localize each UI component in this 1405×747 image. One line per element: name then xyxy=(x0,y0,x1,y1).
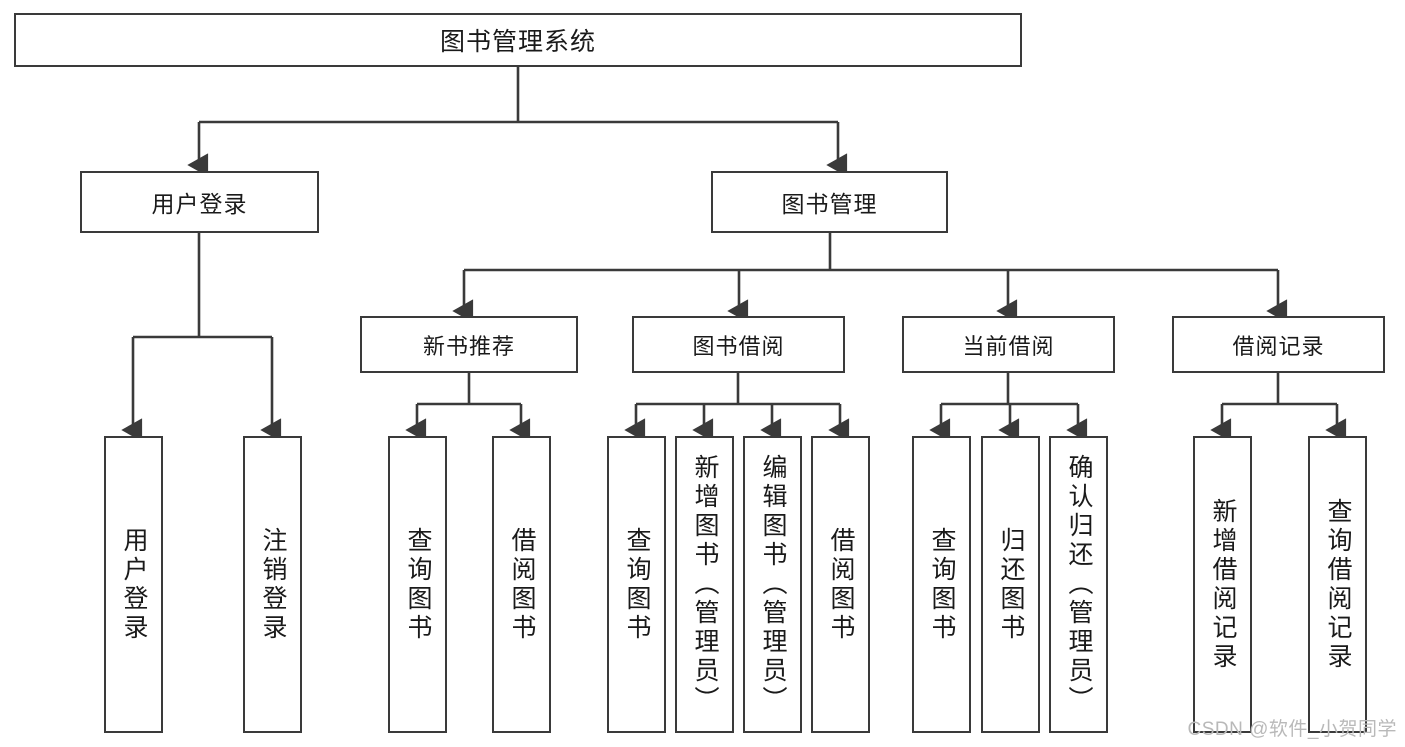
node-label: 用户登录 xyxy=(151,191,248,217)
node-leaf-query-borrow-record[interactable]: 查询借阅记录 xyxy=(1308,436,1367,733)
node-label: 查询图书 xyxy=(404,526,432,643)
node-label: 图书借阅 xyxy=(692,333,785,359)
node-leaf-query-book-1[interactable]: 查询图书 xyxy=(388,436,447,733)
node-label: 查询图书 xyxy=(928,526,956,643)
node-leaf-borrow-book-2[interactable]: 借阅图书 xyxy=(811,436,870,733)
node-label: 图书管理 xyxy=(781,191,878,217)
node-label: 用户登录 xyxy=(120,526,148,643)
node-leaf-user-login[interactable]: 用户登录 xyxy=(104,436,163,733)
node-label: 借阅记录 xyxy=(1232,333,1325,359)
node-book-management[interactable]: 图书管理 xyxy=(711,171,948,233)
node-label: 新增借阅记录 xyxy=(1209,497,1237,672)
node-book-borrow[interactable]: 图书借阅 xyxy=(632,316,845,373)
watermark-text: CSDN @软件_小贺同学 xyxy=(1187,719,1397,740)
node-leaf-confirm-return[interactable]: 确认归还（管理员） xyxy=(1049,436,1108,733)
node-label: 借阅图书 xyxy=(827,526,855,643)
node-leaf-return-book[interactable]: 归还图书 xyxy=(981,436,1040,733)
node-label: 确认归还（管理员） xyxy=(1065,454,1093,715)
node-label: 查询借阅记录 xyxy=(1324,497,1352,672)
node-user-login[interactable]: 用户登录 xyxy=(80,171,319,233)
node-label: 图书管理系统 xyxy=(439,28,596,56)
node-new-book-recommend[interactable]: 新书推荐 xyxy=(360,316,578,373)
node-current-borrow[interactable]: 当前借阅 xyxy=(902,316,1115,373)
node-leaf-edit-book[interactable]: 编辑图书（管理员） xyxy=(743,436,802,733)
node-label: 借阅图书 xyxy=(508,526,536,643)
node-leaf-logout-login[interactable]: 注销登录 xyxy=(243,436,302,733)
node-label: 新书推荐 xyxy=(422,333,515,359)
node-leaf-borrow-book-1[interactable]: 借阅图书 xyxy=(492,436,551,733)
node-label: 新增图书（管理员） xyxy=(691,454,719,715)
node-label: 归还图书 xyxy=(997,526,1025,643)
node-leaf-add-borrow-record[interactable]: 新增借阅记录 xyxy=(1193,436,1252,733)
node-label: 编辑图书（管理员） xyxy=(759,454,787,715)
node-leaf-query-book-3[interactable]: 查询图书 xyxy=(912,436,971,733)
node-leaf-add-book[interactable]: 新增图书（管理员） xyxy=(675,436,734,733)
node-root-book-management-system[interactable]: 图书管理系统 xyxy=(14,13,1022,67)
node-borrow-record[interactable]: 借阅记录 xyxy=(1172,316,1385,373)
node-label: 当前借阅 xyxy=(962,333,1055,359)
node-label: 查询图书 xyxy=(623,526,651,643)
node-leaf-query-book-2[interactable]: 查询图书 xyxy=(607,436,666,733)
node-label: 注销登录 xyxy=(259,526,287,643)
